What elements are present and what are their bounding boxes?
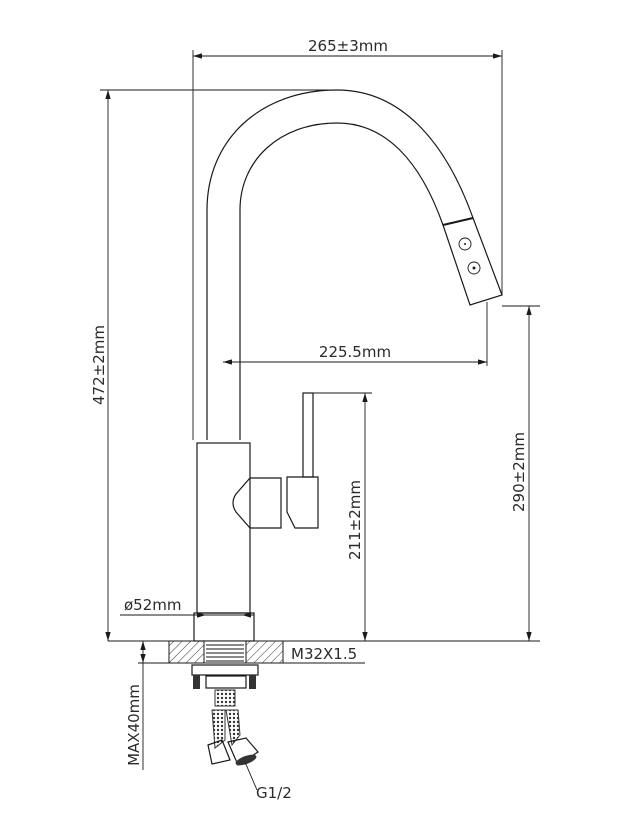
mounting-base (168, 640, 284, 766)
stream-button-icon (467, 261, 481, 275)
handle-lever (302, 392, 314, 478)
dim-472: 472±2mm (90, 89, 337, 641)
spout (206, 89, 474, 440)
spout-reach-label: 225.5mm (319, 343, 391, 361)
dim-max40: MAX40mm (125, 641, 204, 770)
spray-head (442, 217, 503, 306)
overall-height-label: 472±2mm (90, 325, 108, 405)
dim-211: 211±2mm (313, 392, 372, 641)
overall-reach-label: 265±3mm (308, 37, 388, 55)
base-diameter-label: ø52mm (124, 596, 182, 614)
dim-265: 265±3mm (192, 37, 503, 440)
faucet-body (193, 392, 319, 642)
max-thickness-label: MAX40mm (125, 684, 143, 766)
handle-height-label: 211±2mm (346, 480, 364, 560)
dim-52: ø52mm (120, 596, 254, 618)
hose-connection-label: G1/2 (256, 784, 292, 802)
spout-height-label: 290±2mm (510, 432, 528, 512)
dim-290: 290±2mm (502, 305, 540, 641)
dim-thread: M32X1.5 (283, 645, 365, 664)
dim-g12: G1/2 (244, 761, 292, 802)
spray-button-icon (458, 237, 472, 251)
dim-225: 225.5mm (223, 302, 488, 366)
thread-label: M32X1.5 (291, 645, 357, 663)
